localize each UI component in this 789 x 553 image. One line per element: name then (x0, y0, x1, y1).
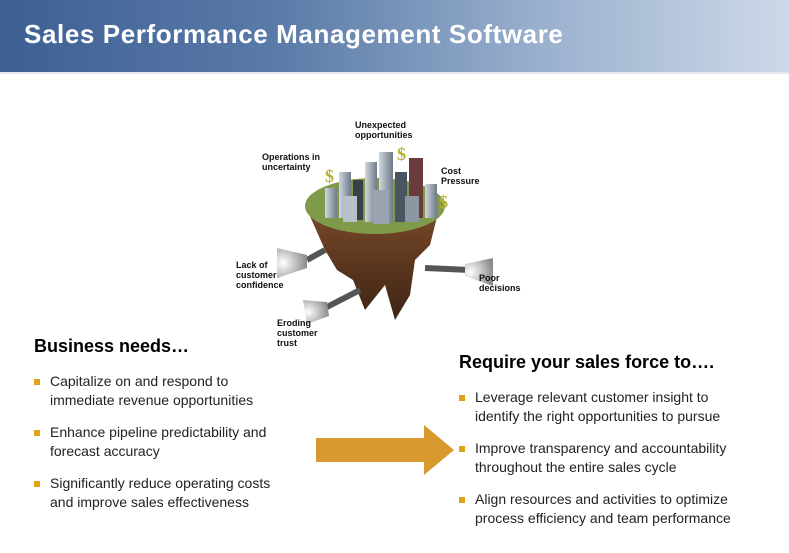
label-line: Cost (441, 166, 461, 176)
label-line: customer (236, 270, 277, 280)
label-line: Poor (479, 273, 500, 283)
label-line: opportunities (355, 130, 413, 140)
label-customer-confidence: Lack of customer confidence (236, 260, 284, 290)
business-needs-heading: Business needs… (34, 336, 190, 356)
item-text: process efficiency and team performance (475, 510, 731, 526)
header-banner: Sales Performance Management Software (0, 0, 789, 72)
sales-force-list: Leverage relevant customer insight to id… (459, 388, 779, 528)
right-arrow-icon (316, 425, 454, 475)
label-line: Operations in (262, 152, 321, 162)
list-item: Capitalize on and respond to immediate r… (34, 372, 314, 410)
label-line: confidence (236, 280, 284, 290)
svg-text:$: $ (325, 166, 334, 186)
label-line: Pressure (441, 176, 480, 186)
list-item: Align resources and activities to optimi… (459, 490, 779, 528)
bullet-square-icon (34, 481, 40, 487)
item-text: identify the right opportunities to purs… (475, 408, 721, 424)
label-line: customer (277, 328, 318, 338)
item-text: forecast accuracy (50, 443, 160, 459)
list-item: Enhance pipeline predictability and fore… (34, 423, 314, 461)
label-line: decisions (479, 283, 521, 293)
item-text: Align resources and activities to optimi… (475, 491, 728, 507)
label-line: Unexpected (355, 120, 407, 130)
item-text: and improve sales effectiveness (50, 494, 249, 510)
item-text: Enhance pipeline predictability and (50, 424, 267, 440)
floating-city-island-illustration: $ $ $ (277, 144, 493, 324)
bullet-square-icon (459, 497, 465, 503)
item-text: Leverage relevant customer insight to (475, 389, 709, 405)
svg-text:$: $ (397, 144, 406, 164)
sales-force-heading: Require your sales force to…. (459, 352, 715, 372)
list-item: Improve transparency and accountability … (459, 439, 779, 477)
item-text: Significantly reduce operating costs (50, 475, 271, 491)
list-item: Leverage relevant customer insight to id… (459, 388, 779, 426)
business-needs-list: Capitalize on and respond to immediate r… (34, 372, 314, 512)
item-text: throughout the entire sales cycle (475, 459, 677, 475)
bullet-square-icon (34, 379, 40, 385)
label-eroding-trust: Eroding customer trust (277, 318, 318, 348)
label-line: Eroding (277, 318, 311, 328)
label-line: uncertainty (262, 162, 311, 172)
bullet-square-icon (459, 395, 465, 401)
label-line: Lack of (236, 260, 268, 270)
item-text: Capitalize on and respond to (50, 373, 229, 389)
label-unexpected-opportunities: Unexpected opportunities (355, 120, 413, 140)
item-text: immediate revenue opportunities (50, 392, 254, 408)
bullet-square-icon (459, 446, 465, 452)
page-title: Sales Performance Management Software (24, 19, 564, 49)
header-divider (0, 72, 789, 74)
svg-text:$: $ (439, 192, 448, 212)
label-operations-uncertainty: Operations in uncertainty (262, 152, 320, 172)
label-cost-pressure: Cost Pressure (441, 166, 480, 186)
bullet-square-icon (34, 430, 40, 436)
list-item: Significantly reduce operating costs and… (34, 474, 314, 512)
label-line: trust (277, 338, 297, 348)
item-text: Improve transparency and accountability (475, 440, 727, 456)
label-poor-decisions: Poor decisions (479, 273, 521, 293)
